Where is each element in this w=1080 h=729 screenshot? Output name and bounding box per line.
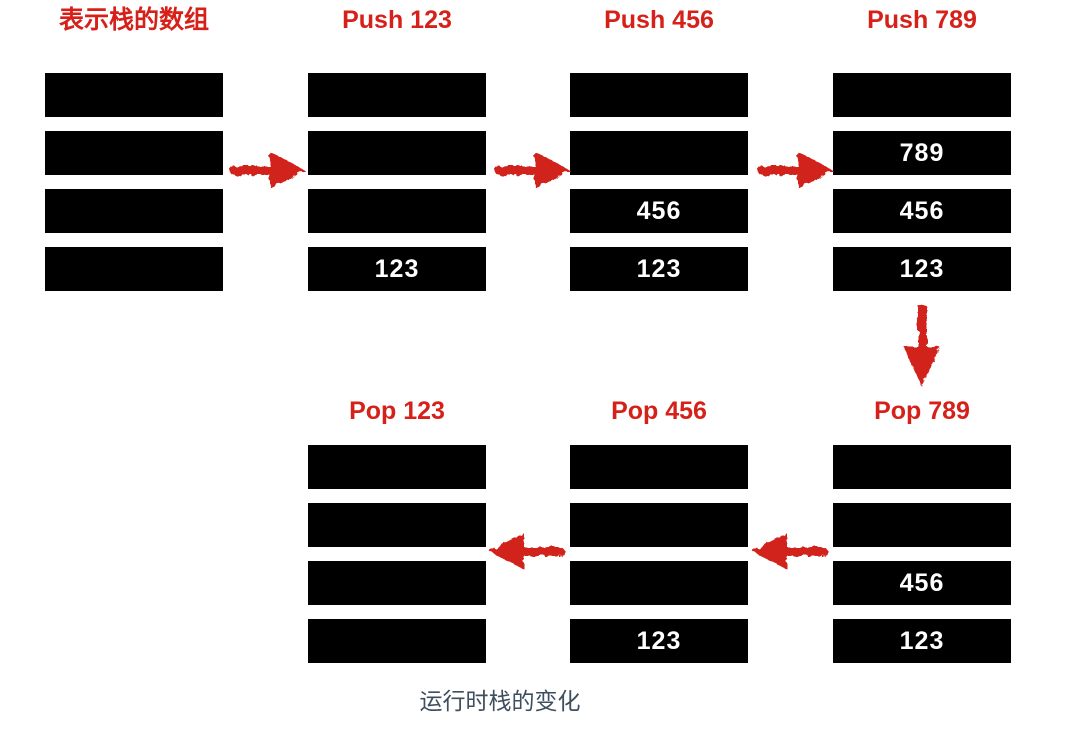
stack-cell: 123: [833, 247, 1011, 291]
left-arrow-icon: [752, 533, 827, 569]
stack-cell: [45, 189, 223, 233]
stage-label-push-789: Push 789: [867, 6, 977, 34]
stack-cell: [308, 503, 486, 547]
stack-push-789: 789 456 123: [833, 73, 1011, 291]
down-arrow-icon: [904, 304, 940, 387]
stack-push-123: 123: [308, 73, 486, 291]
stack-cell: [308, 189, 486, 233]
stack-cell: 456: [833, 561, 1011, 605]
stage-label-initial: 表示栈的数组: [58, 6, 209, 34]
stack-push-456: 456 123: [570, 73, 748, 291]
stack-cell: [308, 73, 486, 117]
stage-label-pop-123: Pop 123: [349, 397, 445, 425]
right-arrow-icon: [758, 152, 833, 188]
right-arrow-icon: [495, 152, 570, 188]
stage-label-pop-789: Pop 789: [874, 397, 970, 425]
stack-pop-789: 456 123: [833, 445, 1011, 663]
stack-cell: 123: [833, 619, 1011, 663]
stack-cell: [570, 131, 748, 175]
stack-cell: [308, 561, 486, 605]
stack-cell: 123: [570, 247, 748, 291]
stack-cell: 789: [833, 131, 1011, 175]
stack-cell: 456: [833, 189, 1011, 233]
stack-cell: [308, 619, 486, 663]
stack-cell: [833, 445, 1011, 489]
stack-cell: [570, 445, 748, 489]
left-arrow-icon: [489, 533, 564, 569]
stack-cell: 456: [570, 189, 748, 233]
stage-label-push-456: Push 456: [604, 6, 714, 34]
stack-cell: [308, 445, 486, 489]
stack-cell: 123: [570, 619, 748, 663]
stack-pop-123: [308, 445, 486, 663]
stack-cell: [45, 73, 223, 117]
stack-cell: [45, 131, 223, 175]
right-arrow-icon: [230, 152, 305, 188]
stack-pop-456: 123: [570, 445, 748, 663]
stack-cell: [570, 561, 748, 605]
stack-cell: [833, 503, 1011, 547]
stack-cell: [45, 247, 223, 291]
stack-cell: [570, 503, 748, 547]
stack-cell: [308, 131, 486, 175]
stack-cell: [833, 73, 1011, 117]
stage-label-push-123: Push 123: [342, 6, 452, 34]
stack-cell: [570, 73, 748, 117]
stack-initial: [45, 73, 223, 291]
stage-label-pop-456: Pop 456: [611, 397, 707, 425]
figure-caption: 运行时栈的变化: [419, 688, 581, 714]
stack-cell: 123: [308, 247, 486, 291]
